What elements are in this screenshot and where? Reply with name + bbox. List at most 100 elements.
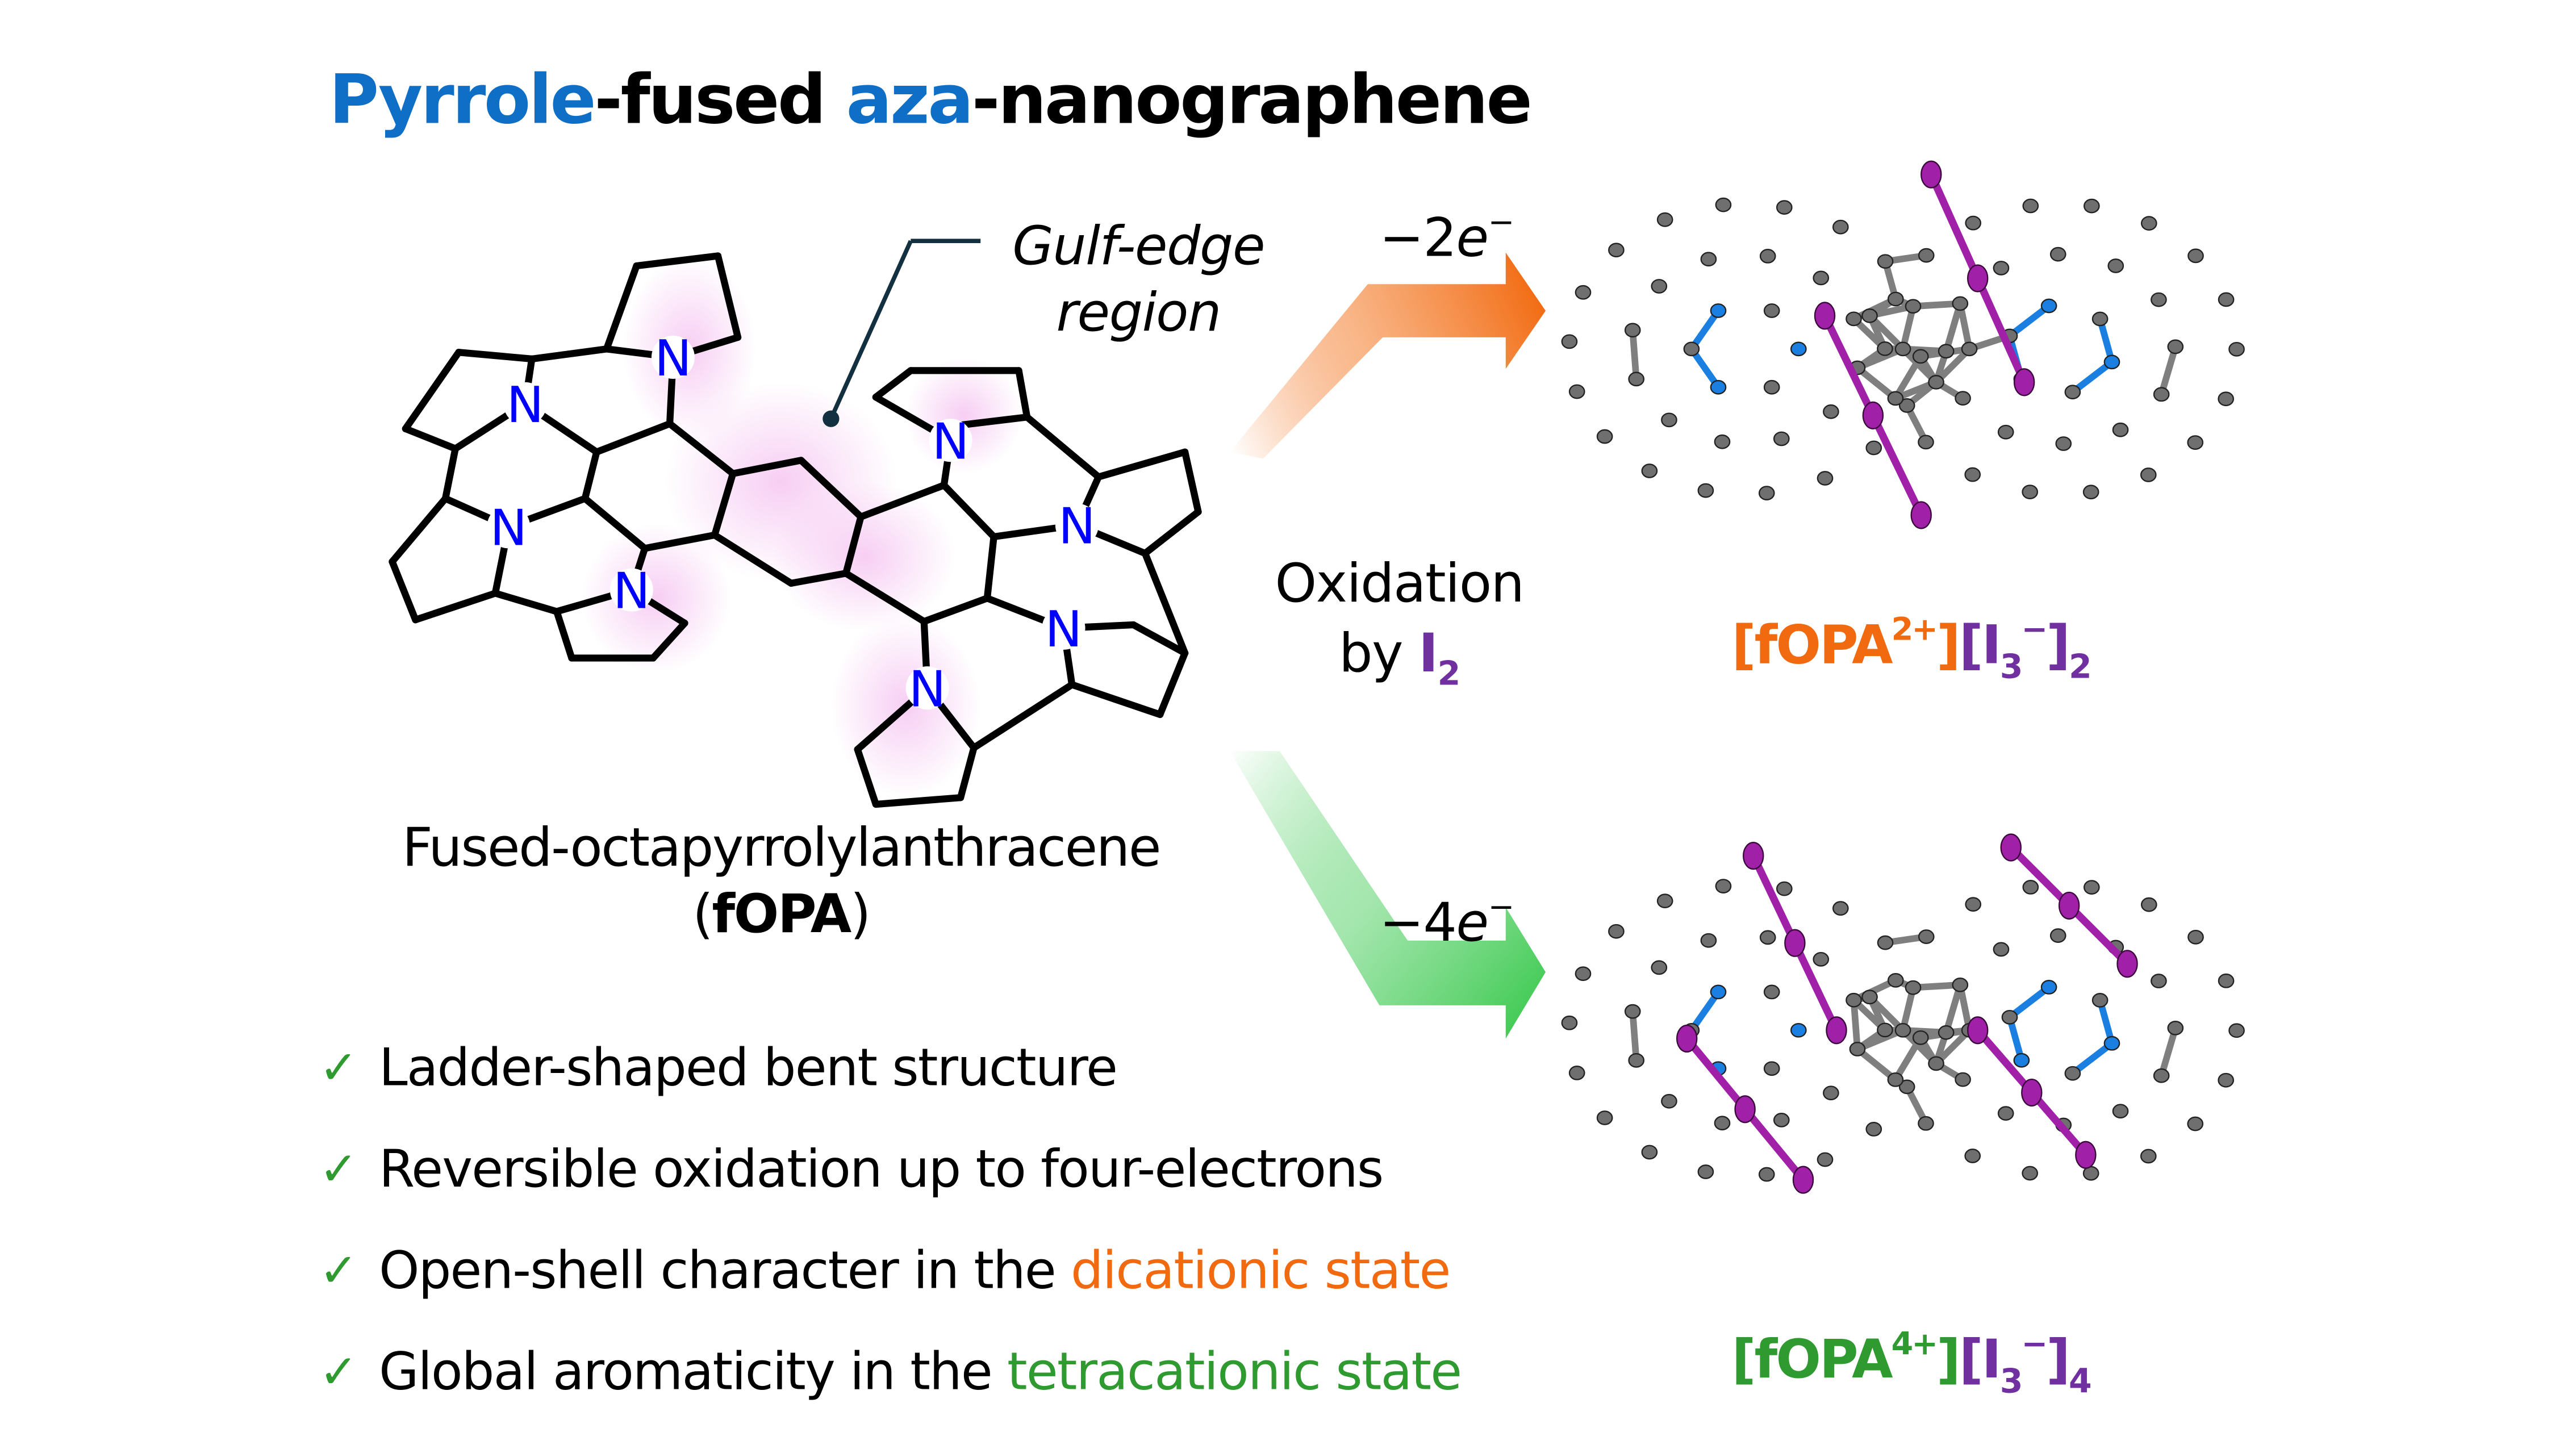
carbon-atom bbox=[1568, 384, 1585, 399]
carbon-atom bbox=[1700, 933, 1717, 948]
carbon-atom bbox=[1813, 951, 1830, 967]
carbon-atom bbox=[1849, 1042, 1866, 1057]
atom-background bbox=[1042, 606, 1085, 650]
carbon-atom bbox=[2064, 1066, 2081, 1081]
bond bbox=[983, 533, 997, 602]
carbon-atom bbox=[2167, 1021, 2184, 1035]
bond bbox=[787, 570, 850, 587]
iodine-atom bbox=[2013, 368, 2035, 396]
callout-leader bbox=[829, 240, 913, 420]
carbon-atom bbox=[1596, 429, 1613, 444]
carbon-atom bbox=[1877, 1022, 1893, 1038]
molecule-name: Fused-octapyrrolylanthracene (fOPA) bbox=[316, 814, 1246, 947]
carbon-atom bbox=[1758, 1167, 1775, 1182]
carbon-atom bbox=[2151, 292, 2167, 307]
carbon-atom bbox=[1952, 977, 1969, 992]
bond bbox=[641, 531, 719, 552]
carbon-atom bbox=[1918, 1116, 1934, 1131]
crystal-bond bbox=[1957, 303, 1973, 350]
iodine-atom bbox=[1920, 160, 1942, 189]
bond bbox=[649, 619, 688, 662]
carbon-atom bbox=[1759, 930, 1776, 945]
carbon-atom bbox=[2064, 385, 2081, 400]
crystal-bond bbox=[1689, 990, 1721, 1033]
carbon-atom bbox=[2218, 973, 2235, 988]
carbon-atom bbox=[1894, 1022, 1911, 1038]
bond bbox=[528, 345, 611, 363]
carbon-atom bbox=[1641, 463, 1658, 478]
iodine-atom bbox=[1676, 1024, 1698, 1053]
iodine-atom bbox=[1910, 501, 1932, 529]
crystal-bond bbox=[1900, 346, 1939, 385]
bond bbox=[441, 445, 459, 502]
checkmark-icon: ✓ bbox=[319, 1243, 358, 1298]
carbon-atom bbox=[1763, 984, 1780, 1000]
product-formula-tetracation: [fOPA4+][I3−]4 bbox=[1731, 1326, 2092, 1401]
highlight-tetracationic: tetracationic state bbox=[1007, 1342, 1462, 1402]
carbon-atom bbox=[1898, 1079, 1915, 1095]
nitrogen-atom-label: N bbox=[932, 412, 970, 470]
crystal-bond bbox=[2097, 999, 2115, 1045]
carbon-atom bbox=[2022, 485, 2039, 499]
nitrogen-atom bbox=[1790, 1022, 1807, 1038]
highlight-dicationic: dicationic state bbox=[1071, 1240, 1451, 1301]
crystal-bond bbox=[1867, 313, 1906, 352]
bond bbox=[711, 470, 737, 539]
list-item: ✓ Reversible oxidation up to four-electr… bbox=[319, 1139, 1384, 1199]
carbon-atom bbox=[1773, 1113, 1790, 1128]
checkmark-icon: ✓ bbox=[319, 1141, 358, 1197]
iodine-atom bbox=[1862, 401, 1884, 429]
crystal-bond bbox=[1934, 1028, 1972, 1066]
nitrogen-atom-label: N bbox=[1045, 600, 1083, 658]
carbon-atom bbox=[1865, 1122, 1882, 1137]
nitrogen-atom-label: N bbox=[507, 376, 544, 434]
iodine-atom bbox=[1967, 264, 1989, 293]
minus-2e-label: −2e− bbox=[1379, 204, 1514, 269]
carbon-atom bbox=[1759, 249, 1776, 264]
carbon-atom bbox=[1912, 1030, 1929, 1045]
nitrogen-atom bbox=[2040, 980, 2057, 995]
carbon-atom bbox=[1628, 1053, 1645, 1068]
crystal-bond bbox=[2158, 345, 2179, 395]
carbon-atom bbox=[1714, 1116, 1731, 1131]
bond bbox=[412, 590, 499, 624]
product-formula-dication: [fOPA2+][I3−]2 bbox=[1731, 611, 2092, 687]
condition-line1: Oxidation bbox=[1275, 552, 1525, 615]
crystal-bond bbox=[1629, 1011, 1640, 1061]
iodine-atom bbox=[2058, 891, 2080, 920]
carbon-atom bbox=[1608, 924, 1625, 939]
carbon-atom bbox=[2091, 993, 2109, 1008]
feature-list: ✓ Ladder-shaped bent structure ✓ Reversi… bbox=[319, 1017, 1462, 1422]
upper-arrow bbox=[1230, 252, 1546, 459]
molecule-abbr: (fOPA) bbox=[692, 882, 871, 946]
molecule-full-name: Fused-octapyrrolylanthracene bbox=[402, 816, 1162, 879]
crystal-bond bbox=[2070, 359, 2114, 395]
carbon-atom bbox=[2112, 422, 2129, 437]
nitrogen-atom bbox=[1710, 303, 1727, 318]
carbon-atom bbox=[1846, 992, 1862, 1008]
page-title: Pyrrole-fused aza-nanographene bbox=[329, 60, 1533, 139]
carbon-atom bbox=[1661, 412, 1677, 428]
carbon-atom bbox=[1993, 261, 2010, 275]
bond bbox=[1157, 649, 1189, 719]
carbon-atom bbox=[1697, 483, 1714, 498]
carbon-atom bbox=[1773, 431, 1790, 446]
carbon-atom bbox=[2187, 929, 2204, 945]
iodine-atom bbox=[1742, 842, 1764, 870]
bond bbox=[1095, 448, 1189, 481]
carbon-atom bbox=[1832, 901, 1849, 916]
bond bbox=[1130, 621, 1189, 657]
crystal-bond bbox=[2097, 318, 2115, 363]
carbon-atom bbox=[1697, 1164, 1714, 1179]
carbon-atom bbox=[1861, 989, 1878, 1005]
crystal-bond bbox=[1855, 365, 1898, 401]
carbon-atom bbox=[2140, 216, 2157, 231]
iodine-atom bbox=[2021, 1078, 2043, 1107]
nitrogen-atom-label: N bbox=[1058, 498, 1096, 556]
carbon-atom bbox=[1912, 349, 1929, 364]
carbon-atom bbox=[1877, 935, 1894, 950]
carbon-atom bbox=[1997, 1106, 2014, 1121]
list-item: ✓ Open-shell character in the dicationic… bbox=[319, 1240, 1451, 1301]
